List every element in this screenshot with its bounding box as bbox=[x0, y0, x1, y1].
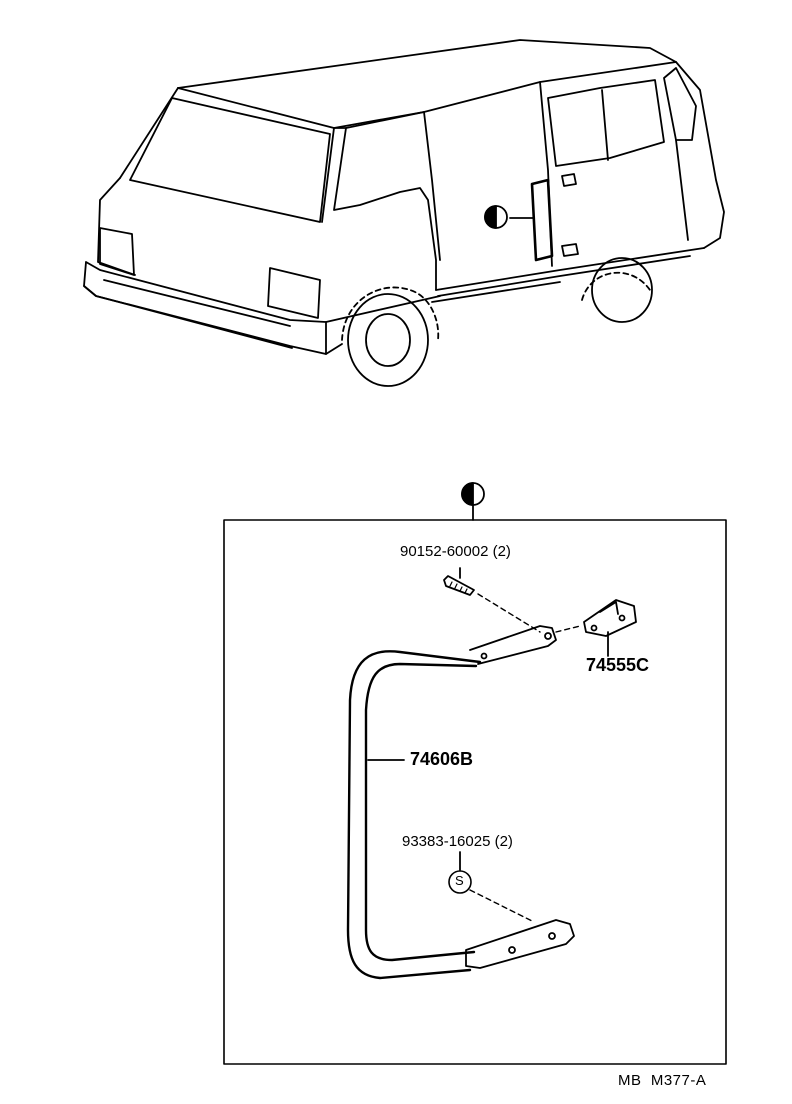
bolt-part-number: 90152-60002 (2) bbox=[400, 543, 511, 560]
detail-frame bbox=[223, 519, 727, 1065]
bracket-part bbox=[555, 599, 637, 657]
van-illustration bbox=[83, 39, 725, 387]
bracket-part-number: 74555C bbox=[586, 655, 650, 675]
location-marker-icon bbox=[484, 205, 508, 229]
screw-part bbox=[448, 851, 535, 923]
detail-marker-icon bbox=[461, 482, 485, 521]
handle-part-number: 74606B bbox=[410, 749, 474, 769]
diagram-code: MB M377-A bbox=[618, 1072, 707, 1089]
screw-part-number: 93383-16025 (2) bbox=[402, 833, 513, 850]
grab-handle-part bbox=[346, 625, 575, 980]
bolt-part bbox=[443, 567, 541, 633]
screw-symbol-letter: S bbox=[455, 873, 464, 888]
